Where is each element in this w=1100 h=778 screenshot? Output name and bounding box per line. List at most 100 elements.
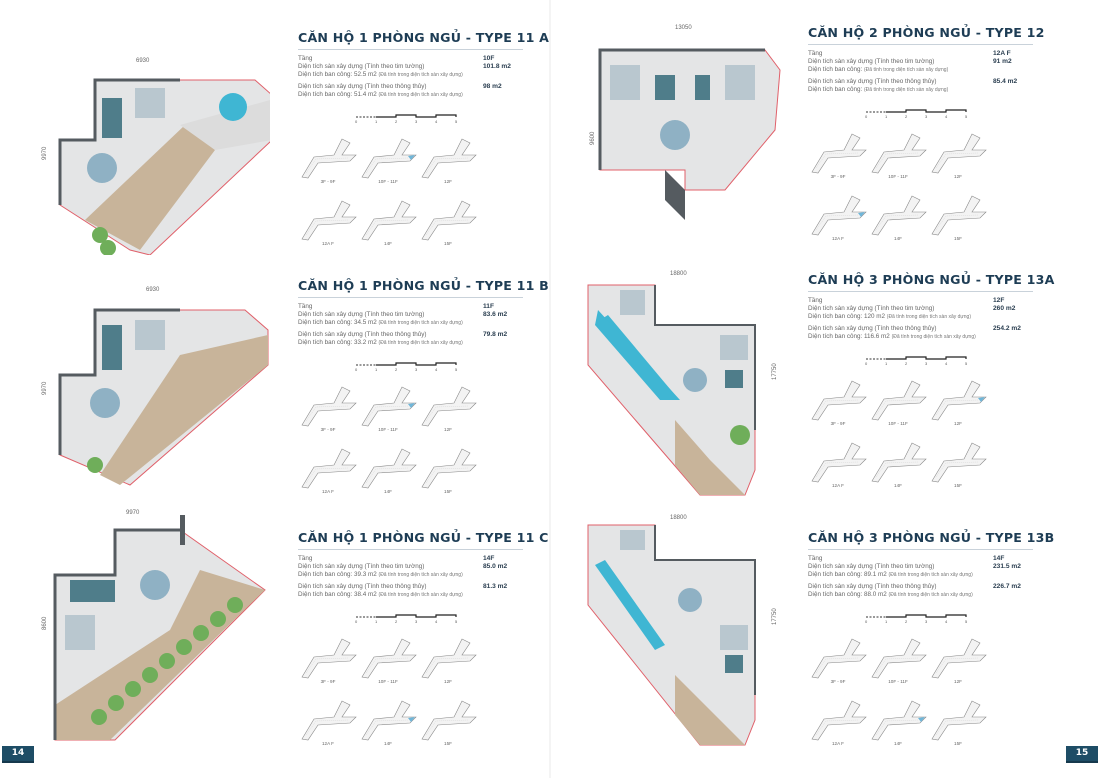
unit-title: CĂN HỘ 3 PHÒNG NGỦ - TYPE 13B <box>808 530 1054 550</box>
scale-tick: 3 <box>415 619 418 624</box>
key-plan: 3F - 9F <box>808 373 868 431</box>
scale-tick: 3 <box>415 367 418 372</box>
balcony-center-row: Diện tích ban công: 52.5 m2 (Đã tính tro… <box>298 71 463 78</box>
dimension-depth: 9970 <box>42 146 48 160</box>
dimension-width: 6930 <box>136 58 150 64</box>
balcony-clear-row: Diện tích ban công: 51.4 m2 (Đã tính tro… <box>298 91 463 98</box>
scale-tick: 4 <box>945 619 948 624</box>
scale-tick: 0 <box>865 114 868 119</box>
scale-tick: 1 <box>375 367 378 372</box>
key-plan: 14F <box>358 693 418 751</box>
scale-tick: 2 <box>905 619 908 624</box>
balcony-center-row: Diện tích ban công: 89.1 m2 (Đã tính tro… <box>808 571 973 578</box>
scale-tick: 1 <box>885 114 888 119</box>
scale-tick: 2 <box>395 367 398 372</box>
area-center-row: Diện tích sàn xây dựng (Tính theo tim tư… <box>808 58 1012 65</box>
key-plan: 10F - 11F <box>868 373 928 431</box>
dimension-width: 9970 <box>126 510 140 516</box>
scale-tick: 4 <box>945 361 948 366</box>
key-plan: 12F <box>418 379 478 437</box>
scale-tick: 0 <box>865 361 868 366</box>
key-plan: 12F <box>418 131 478 189</box>
floor-plan-drawing <box>587 524 756 746</box>
key-plan: 12A F <box>808 693 868 751</box>
area-center-row: Diện tích sàn xây dựng (Tính theo tim tư… <box>298 311 508 318</box>
key-plan: 10F - 11F <box>358 379 418 437</box>
key-plan: 12A F <box>298 693 358 751</box>
key-plan: 14F <box>868 693 928 751</box>
key-plan: 12A F <box>808 435 868 493</box>
key-plan: 12F <box>928 126 988 184</box>
scale-tick: 1 <box>375 119 378 124</box>
key-plan: 14F <box>868 435 928 493</box>
key-plan: 10F - 11F <box>868 126 928 184</box>
unit-title: CĂN HỘ 2 PHÒNG NGỦ - TYPE 12 <box>808 25 1044 45</box>
dimension-depth: 9600 <box>590 131 596 145</box>
balcony-clear-row: Diện tích ban công: 33.2 m2 (Đã tính tro… <box>298 339 463 346</box>
key-plan: 15F <box>928 693 988 751</box>
key-plan: 14F <box>868 188 928 246</box>
area-clear-row: Diện tích sàn xây dựng (Tính theo thông … <box>298 83 502 90</box>
scale-tick: 3 <box>415 119 418 124</box>
key-plan: 12A F <box>298 441 358 499</box>
key-plan: 15F <box>418 441 478 499</box>
key-plan: 15F <box>418 193 478 251</box>
scale-tick: 3 <box>925 619 928 624</box>
area-clear-row: Diện tích sàn xây dựng (Tính theo thông … <box>808 325 1021 332</box>
balcony-clear-row: Diện tích ban công: 88.0 m2 (Đã tính tro… <box>808 591 973 598</box>
area-center-row: Diện tích sàn xây dựng (Tính theo tim tư… <box>298 63 511 70</box>
dimension-width: 18800 <box>670 271 687 277</box>
dimension-depth: 17750 <box>772 363 778 380</box>
dimension-depth: 8600 <box>42 616 48 630</box>
key-plan: 10F - 11F <box>358 131 418 189</box>
scale-tick: 5 <box>455 619 458 624</box>
floor-plan-12 <box>575 20 795 220</box>
scale-tick: 1 <box>885 361 888 366</box>
key-plan: 10F - 11F <box>868 631 928 689</box>
dimension-width: 18800 <box>670 515 687 521</box>
dimension-width: 6930 <box>146 287 160 293</box>
scale-tick: 0 <box>865 619 868 624</box>
dimension-depth: 17750 <box>772 608 778 625</box>
key-plan: 3F - 9F <box>808 631 868 689</box>
key-plan: 12F <box>928 631 988 689</box>
page-number-left: 14 <box>2 746 34 763</box>
scale-tick: 1 <box>885 619 888 624</box>
scale-tick: 2 <box>905 114 908 119</box>
scale-tick: 3 <box>925 361 928 366</box>
unit-title: CĂN HỘ 1 PHÒNG NGỦ - TYPE 11 C <box>298 530 548 550</box>
scale-tick: 5 <box>455 119 458 124</box>
key-plan: 3F - 9F <box>298 131 358 189</box>
scale-tick: 5 <box>965 361 968 366</box>
unit-title: CĂN HỘ 1 PHÒNG NGỦ - TYPE 11 A <box>298 30 549 50</box>
floor-plan-drawing <box>598 48 781 220</box>
key-plan: 12F <box>418 631 478 689</box>
scale-tick: 4 <box>435 619 438 624</box>
area-center-row: Diện tích sàn xây dựng (Tính theo tim tư… <box>298 563 508 570</box>
floor-plan-11a <box>30 50 273 256</box>
scale-tick: 0 <box>355 619 358 624</box>
floor-plan-13b <box>580 515 785 750</box>
dimension-width: 13050 <box>675 25 692 31</box>
unit-title: CĂN HỘ 1 PHÒNG NGỦ - TYPE 11 B <box>298 278 549 298</box>
area-clear-row: Diện tích sàn xây dựng (Tính theo thông … <box>298 331 508 338</box>
floor-plan-11c <box>30 510 270 745</box>
key-plan: 12A F <box>808 188 868 246</box>
key-plan: 15F <box>418 693 478 751</box>
area-clear-row: Diện tích sàn xây dựng (Tính theo thông … <box>298 583 508 590</box>
area-clear-row: Diện tích sàn xây dựng (Tính theo thông … <box>808 78 1018 85</box>
